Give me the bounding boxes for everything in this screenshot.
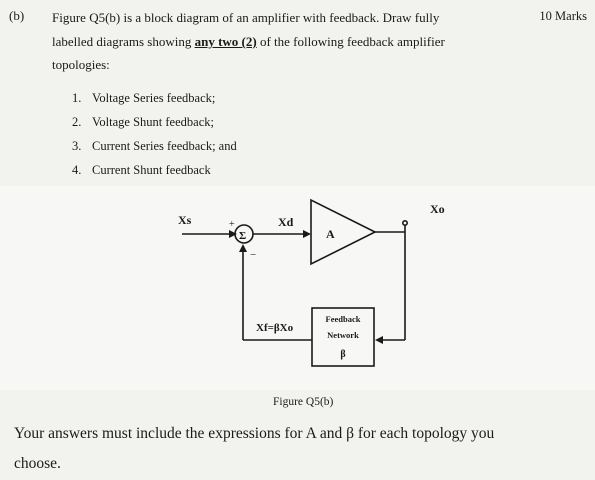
block-diagram: Xs Σ + − Xd A Xo Feedback Network β Xf=β… (178, 198, 445, 367)
list-item: 1.Voltage Series feedback; (72, 91, 216, 105)
amplifier-label: A (326, 227, 335, 241)
feedback-label-1: Feedback (326, 314, 361, 324)
intro-line-2: labelled diagrams showing any two (2) of… (52, 34, 445, 50)
marks-label: 10 Marks (539, 9, 587, 23)
output-label: Xo (430, 202, 445, 216)
intro-line-3: topologies: (52, 57, 110, 72)
list-item: 4.Current Shunt feedback (72, 163, 211, 177)
summer-symbol: Σ (239, 230, 246, 242)
minus-sign: − (250, 249, 256, 261)
input-arrow (229, 230, 237, 238)
error-arrow (303, 230, 311, 238)
beta-symbol: β (340, 349, 345, 360)
intro-line-1: Figure Q5(b) is a block diagram of an am… (52, 10, 440, 25)
feedback-arrow (375, 336, 383, 344)
feedback-label-2: Network (327, 330, 359, 340)
list-item: 2.Voltage Shunt feedback; (72, 115, 214, 129)
intro-line-2-pre: labelled diagrams showing (52, 34, 195, 49)
amplifier-block (310, 198, 377, 266)
list-item: 3.Current Series feedback; and (72, 139, 237, 153)
plus-sign: + (229, 219, 235, 230)
intro-emphasis: any two (2) (194, 34, 257, 49)
output-terminal (401, 219, 408, 226)
intro-line-2-post: of the following feedback amplifier (256, 34, 445, 49)
feedback-expression: Xf=βXo (256, 322, 294, 334)
figure-caption: Figure Q5(b) (273, 396, 334, 408)
error-label: Xd (278, 215, 294, 229)
feedback-up-arrow (239, 244, 247, 252)
feedback-network-block (311, 307, 375, 367)
closing-line-2: choose. (14, 455, 61, 472)
question-label: (b) (9, 8, 25, 23)
closing-line-1: Your answers must include the expression… (14, 425, 495, 442)
block-diagram-panel: Xs Σ + − Xd A Xo Feedback Network β Xf=β… (0, 186, 595, 390)
input-label: Xs (178, 213, 192, 227)
